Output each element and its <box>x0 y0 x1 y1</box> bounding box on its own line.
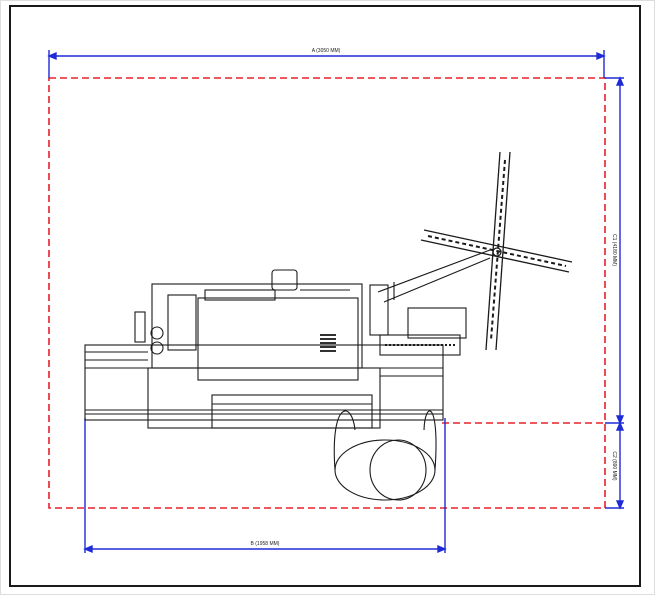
machine <box>84 151 573 501</box>
dimension-a <box>47 50 606 78</box>
drawing-frame <box>9 5 641 587</box>
dimension-a-label: A (3050 MM) <box>312 48 341 54</box>
dimension-b <box>83 418 447 554</box>
safety-zone <box>48 77 606 509</box>
dimension-c2-label: C2 (890 MM) <box>611 451 617 481</box>
dimension-c <box>605 76 625 510</box>
dimension-c1-label: C1 (4180 MM) <box>611 234 617 266</box>
dimension-b-label: B (1958 MM) <box>251 541 280 547</box>
